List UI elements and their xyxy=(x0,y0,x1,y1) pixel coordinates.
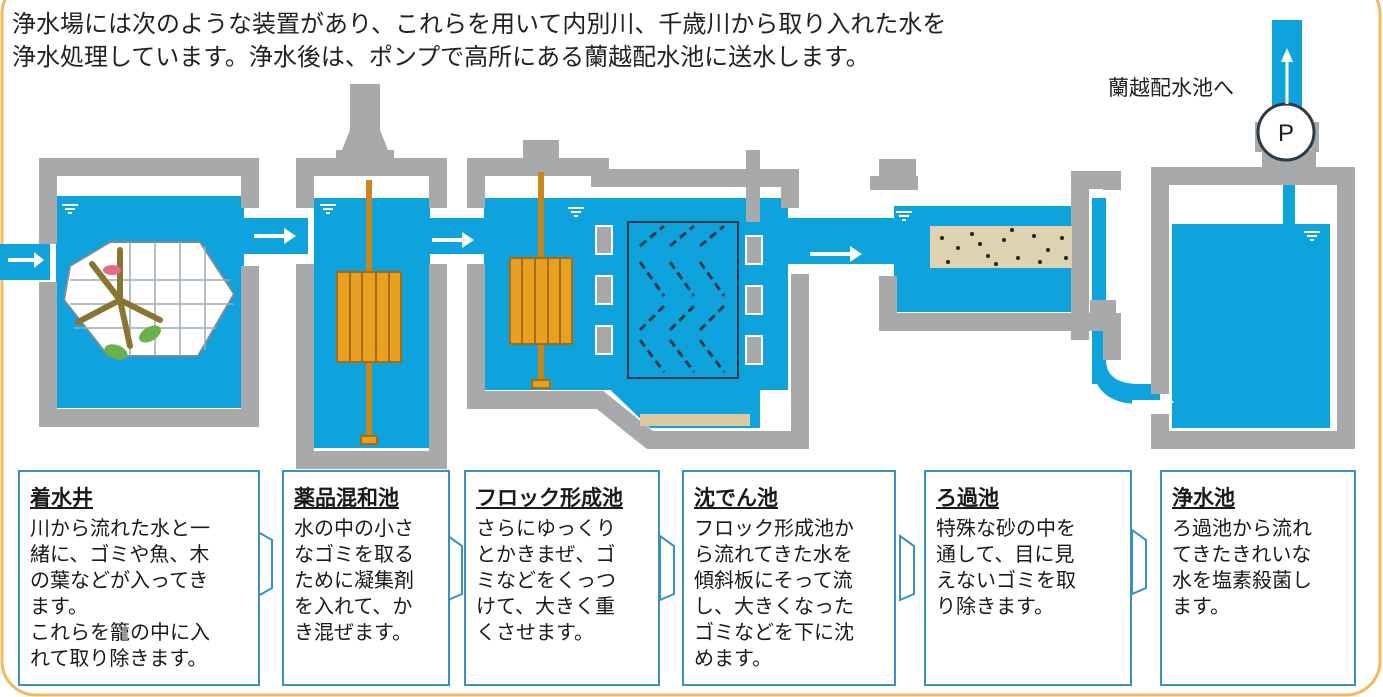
stage-description: さらにゆっくり とかきまぜ、ゴ ミなどをくっつ けて、大きく重 くさせます。 xyxy=(476,516,616,644)
leaf-icon xyxy=(104,344,128,360)
fish-icon xyxy=(103,265,121,275)
stage-description: ろ過池から流れ てきたきれいな 水を塩素殺菌し ます。 xyxy=(1172,516,1312,618)
stage-title: 薬品混和池 xyxy=(294,486,399,510)
up-arrow-icon xyxy=(1281,48,1293,62)
destination-label: 蘭越配水池へ xyxy=(1108,76,1234,100)
stage-description: 特殊な砂の中を 通して、目に見 えないゴミを取 り除きます。 xyxy=(936,516,1076,618)
stage-description: 川から流れた水と一 緒に、ゴミや魚、木 の葉などが入ってき ます。 これらを籠の… xyxy=(30,516,210,670)
mixer-paddle xyxy=(336,180,402,445)
stage-box-filtration: ろ過池 特殊な砂の中を 通して、目に見 えないゴミを取 り除きます。 xyxy=(924,470,1132,686)
water-level-marks xyxy=(62,204,1320,241)
leaf-icon xyxy=(139,325,161,343)
box-connectors xyxy=(257,528,1147,602)
stage-description: フロック形成池か ら流れてきた水を 傾斜板にそって流 し、大きくなった ゴミなど… xyxy=(694,516,854,670)
stage-box-sedimentation: 沈でん池 フロック形成池か ら流れてきた水を 傾斜板にそって流 し、大きくなった… xyxy=(682,470,896,686)
sludge-layer xyxy=(640,414,750,426)
baffle-blocks xyxy=(595,225,763,365)
stage-title: 沈でん池 xyxy=(694,486,778,510)
stage-title: 着水井 xyxy=(30,486,93,510)
tilted-plates xyxy=(627,221,739,379)
pump-letter: P xyxy=(1278,120,1294,147)
stage-box-receiving-well: 着水井 川から流れた水と一 緒に、ゴミや魚、木 の葉などが入ってき ます。 これ… xyxy=(18,470,260,686)
stage-title: ろ過池 xyxy=(936,486,999,510)
tank-walls xyxy=(39,158,1355,469)
stage-box-clean-water-tank: 浄水池 ろ過池から流れ てきたきれいな 水を塩素殺菌し ます。 xyxy=(1160,470,1356,686)
stage-box-chemical-mixing: 薬品混和池 水の中の小さ なゴミを取る ために凝集剤 を入れて、か き混ぜます。 xyxy=(282,470,450,686)
intro-line-1: 浄水場には次のような装置があり、これらを用いて内別川、千歳川から取り入れた水を xyxy=(12,10,947,38)
flocculator-paddle xyxy=(509,172,573,389)
stage-description: 水の中の小さ なゴミを取る ために凝集剤 を入れて、か き混ぜます。 xyxy=(294,516,414,644)
stage-title: フロック形成池 xyxy=(476,486,623,510)
intro-line-2: 浄水処理しています。浄水後は、ポンプで高所にある蘭越配水池に送水します。 xyxy=(12,43,870,71)
sand-grains xyxy=(940,228,1068,266)
intro-text: 浄水場には次のような装置があり、これらを用いて内別川、千歳川から取り入れた水を … xyxy=(12,8,946,74)
stage-box-flocculation: フロック形成池 さらにゆっくり とかきまぜ、ゴ ミなどをくっつ けて、大きく重 … xyxy=(464,470,660,686)
stage-title: 浄水池 xyxy=(1172,486,1235,510)
sand-bed xyxy=(930,226,1072,268)
flow-arrows xyxy=(8,228,1174,410)
